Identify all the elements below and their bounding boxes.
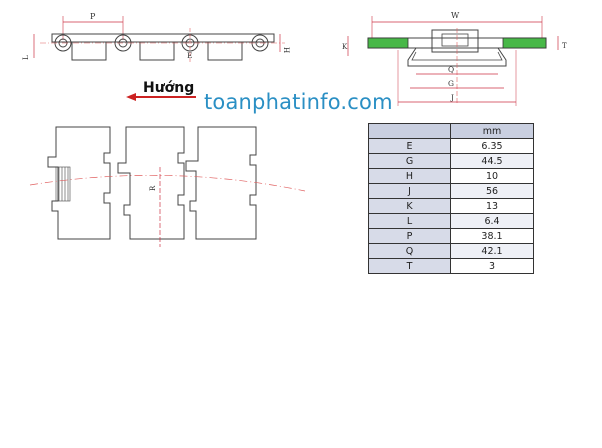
radius-label: R xyxy=(149,185,157,191)
param-cell: H xyxy=(368,168,451,184)
chain-link-3 xyxy=(185,126,257,240)
value-cell: 6.35 xyxy=(450,138,534,154)
hatched-section xyxy=(55,166,71,202)
value-cell: 6.4 xyxy=(450,213,534,229)
param-cell: G xyxy=(368,153,451,169)
value-cell: 38.1 xyxy=(450,228,534,244)
green-strip-right xyxy=(502,37,547,49)
watermark: toanphatinfo.com xyxy=(204,90,393,114)
curve-center-line xyxy=(29,175,306,192)
k-label: K xyxy=(342,43,348,51)
table-header-row: mm xyxy=(368,123,534,139)
value-cell: 44.5 xyxy=(450,153,534,169)
top-plate xyxy=(51,33,275,43)
pitch-label: P xyxy=(90,12,96,21)
param-cell: T xyxy=(368,258,451,274)
param-cell: P xyxy=(368,228,451,244)
top-view-drawing: R xyxy=(29,126,306,247)
side-view-drawing: P E H L xyxy=(22,12,290,62)
param-cell: K xyxy=(368,198,451,214)
value-cell: 10 xyxy=(450,168,534,184)
param-cell: J xyxy=(368,183,451,199)
center-hub xyxy=(431,29,479,53)
header-param xyxy=(368,123,451,139)
thickness-label: E xyxy=(187,51,192,60)
q-label: Q xyxy=(448,65,454,74)
j-label: J xyxy=(450,93,454,102)
direction-label: Hướng xyxy=(143,80,195,96)
value-cell: 56 xyxy=(450,183,534,199)
param-cell: Q xyxy=(368,243,451,259)
value-cell: 3 xyxy=(450,258,534,274)
value-cell: 42.1 xyxy=(450,243,534,259)
knuckle-3 xyxy=(207,41,243,61)
height-label: H xyxy=(282,47,290,53)
param-cell: L xyxy=(368,213,451,229)
chain-link-1 xyxy=(47,126,111,240)
direction-arrow-icon xyxy=(126,93,196,101)
param-cell: E xyxy=(368,138,451,154)
header-unit: mm xyxy=(450,123,534,139)
link-width-label: L xyxy=(22,55,30,60)
g-label: G xyxy=(448,79,454,88)
center-pin xyxy=(441,33,469,47)
knuckle-2 xyxy=(139,41,175,61)
green-strip-left xyxy=(367,37,409,49)
end-view-drawing: W Q G J K T xyxy=(342,11,567,106)
knuckle-1 xyxy=(71,41,107,61)
width-label: W xyxy=(451,11,460,20)
chain-link-2 xyxy=(117,126,185,240)
t-label: T xyxy=(562,42,567,50)
value-cell: 13 xyxy=(450,198,534,214)
